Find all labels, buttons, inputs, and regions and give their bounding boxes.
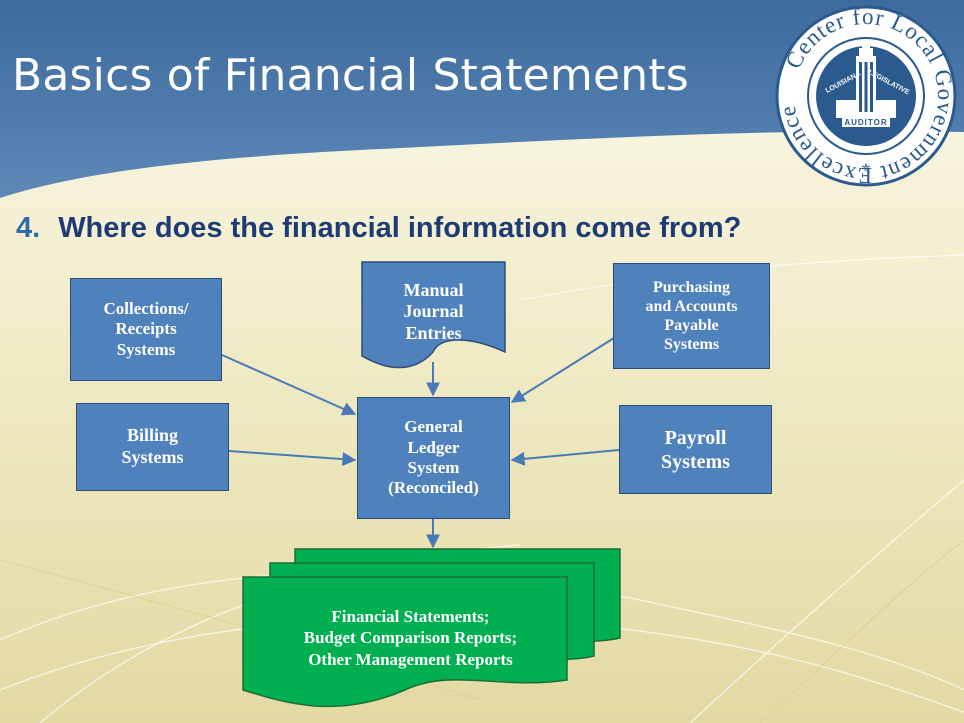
node-collections-receipts-systems: Collections/ Receipts Systems [70, 278, 222, 381]
arrow-payroll-to-gl [510, 449, 620, 466]
svg-text:AUDITOR: AUDITOR [844, 118, 887, 127]
question-number: 4. [16, 212, 41, 244]
reports-stack-shape [242, 548, 621, 708]
capitol-building-icon [836, 40, 896, 118]
node-billing-systems: Billing Systems [76, 403, 229, 491]
node-manual-journal-entries: Manual Journal Entries [403, 279, 464, 343]
node-purchasing-accounts-payable-systems: Purchasing and Accounts Payable Systems [613, 263, 770, 369]
arrow-collections-to-gl [221, 354, 357, 416]
arrow-purchasing-to-gl [510, 337, 615, 403]
node-financial-reports: Financial Statements; Budget Comparison … [303, 607, 518, 669]
node-payroll-systems: Payroll Systems [619, 405, 772, 494]
auditor-seal-logo: Center for Local Government Excellence L… [775, 4, 957, 188]
manual-journal-entries-shape [361, 261, 506, 369]
question-heading: 4. Where does the financial information c… [16, 212, 741, 245]
node-general-ledger-system: General Ledger System (Reconciled) [357, 397, 510, 519]
arrow-billing-to-gl [228, 450, 357, 467]
slide-title: Basics of Financial Statements [12, 50, 689, 101]
question-text: Where does the financial information com… [58, 212, 742, 244]
header-band [0, 0, 964, 198]
fleur-de-lis-icon: ⚜ [861, 161, 872, 175]
